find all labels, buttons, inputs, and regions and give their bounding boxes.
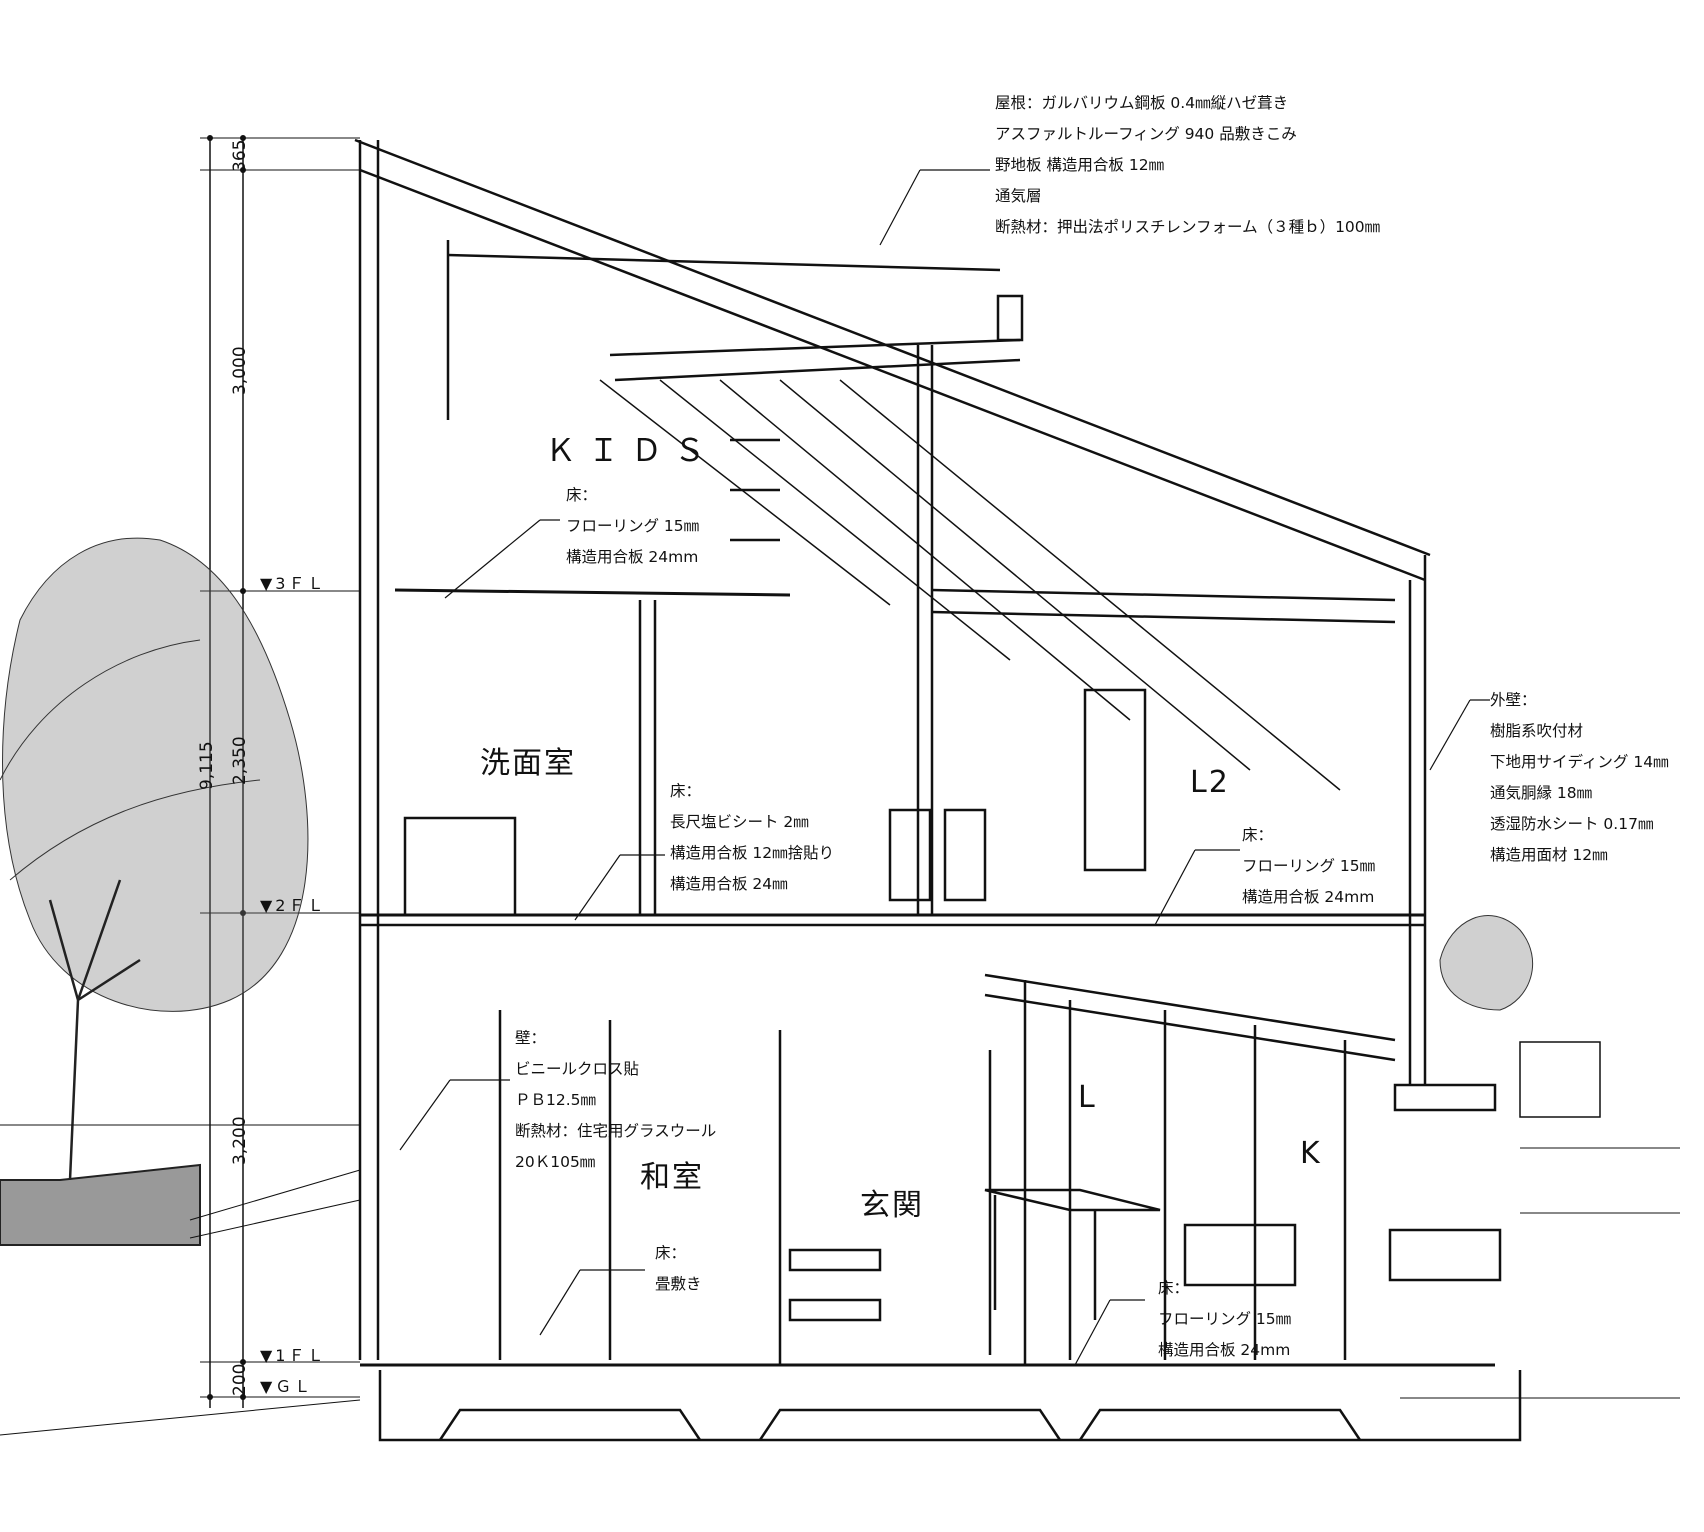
note-line: アスファルトルーフィング 940 品敷きこみ (995, 125, 1297, 143)
note-line: 樹脂系吹付材 (1490, 722, 1584, 740)
note-washroom-floor: 床： 長尺塩ビシート 2㎜ 構造用合板 12㎜捨貼り 構造用合板 24㎜ (670, 776, 834, 900)
dimension-3200: 3,200 (230, 1116, 250, 1165)
note-roof-spec: 屋根：ガルバリウム鋼板 0.4㎜縦ハゼ葺き アスファルトルーフィング 940 品… (995, 88, 1380, 243)
tree-illustration (0, 537, 361, 1436)
level-3fl: ▼3ＦＬ (260, 574, 327, 593)
note-l2-floor: 床： フローリング 15㎜ 構造用合板 24mm (1242, 820, 1375, 913)
note-line: 通気層 (995, 187, 1042, 205)
note-line: 断熱材：押出法ポリスチレンフォーム（３種ｂ）100㎜ (995, 218, 1381, 236)
note-line: 外壁： (1490, 691, 1537, 709)
note-line: 構造用合板 24mm (566, 548, 699, 566)
room-label-genkan: 玄関 (860, 1188, 924, 1223)
note-line: 床： (566, 486, 598, 504)
note-interior-wall: 壁： ビニールクロス貼 ＰＢ12.5㎜ 断熱材：住宅用グラスウール 20Ｋ105… (515, 1023, 716, 1178)
note-line: フローリング 15㎜ (1242, 857, 1376, 875)
note-line: ＰＢ12.5㎜ (515, 1091, 597, 1109)
note-line: 下地用サイディング 14㎜ (1490, 753, 1669, 771)
shrub-illustration (1400, 915, 1680, 1399)
note-line: 床： (1158, 1279, 1190, 1297)
note-line: 床： (655, 1244, 687, 1262)
note-line: 構造用合板 24㎜ (670, 875, 788, 893)
note-line: フローリング 15㎜ (566, 517, 700, 535)
level-2fl: ▼2ＦＬ (260, 896, 327, 915)
note-line: 通気胴縁 18㎜ (1490, 784, 1593, 802)
level-1fl: ▼1ＦＬ (260, 1346, 327, 1365)
note-exterior-wall: 外壁： 樹脂系吹付材 下地用サイディング 14㎜ 通気胴縁 18㎜ 透湿防水シー… (1490, 685, 1669, 871)
room-label-l2: L2 (1190, 765, 1230, 800)
note-line: 野地板 構造用合板 12㎜ (995, 156, 1165, 174)
dimension-3000: 3,000 (230, 346, 250, 395)
note-line: ビニールクロス貼 (515, 1060, 640, 1078)
dimension-9115: 9,115 (197, 741, 217, 790)
building-outline (354, 138, 1522, 1442)
room-label-washitsu: 和室 (640, 1160, 704, 1195)
note-line: 20Ｋ105㎜ (515, 1153, 596, 1171)
dimension-365: 365 (230, 139, 250, 172)
note-lk-floor: 床： フローリング 15㎜ 構造用合板 24mm (1158, 1273, 1291, 1366)
note-line: 床： (1242, 826, 1274, 844)
note-line: 畳敷き (655, 1275, 702, 1293)
room-label-k: K (1300, 1136, 1322, 1171)
note-line: フローリング 15㎜ (1158, 1310, 1292, 1328)
room-label-kids: ＫＩＤＳ (545, 433, 717, 469)
note-line: 透湿防水シート 0.17㎜ (1490, 815, 1654, 833)
level-gl: ▼ＧＬ (260, 1377, 314, 1396)
note-line: 壁： (515, 1029, 547, 1047)
note-line: 屋根：ガルバリウム鋼板 0.4㎜縦ハゼ葺き (995, 94, 1289, 112)
dimension-200: 200 (230, 1363, 250, 1396)
room-label-l: L (1078, 1080, 1097, 1115)
note-line: 長尺塩ビシート 2㎜ (670, 813, 809, 831)
note-line: 断熱材：住宅用グラスウール (515, 1122, 717, 1140)
note-line: 床： (670, 782, 702, 800)
note-line: 構造用合板 24mm (1242, 888, 1375, 906)
note-line: 構造用合板 24mm (1158, 1341, 1291, 1359)
note-washitsu-floor: 床： 畳敷き (655, 1238, 702, 1300)
room-label-washroom: 洗面室 (480, 746, 576, 781)
dimension-2350: 2,350 (230, 736, 250, 785)
dimension-line (200, 135, 360, 1408)
leader-lines (399, 169, 1490, 1366)
note-kids-floor: 床： フローリング 15㎜ 構造用合板 24mm (566, 480, 699, 573)
note-line: 構造用合板 12㎜捨貼り (670, 844, 835, 862)
note-line: 構造用面材 12㎜ (1490, 846, 1608, 864)
